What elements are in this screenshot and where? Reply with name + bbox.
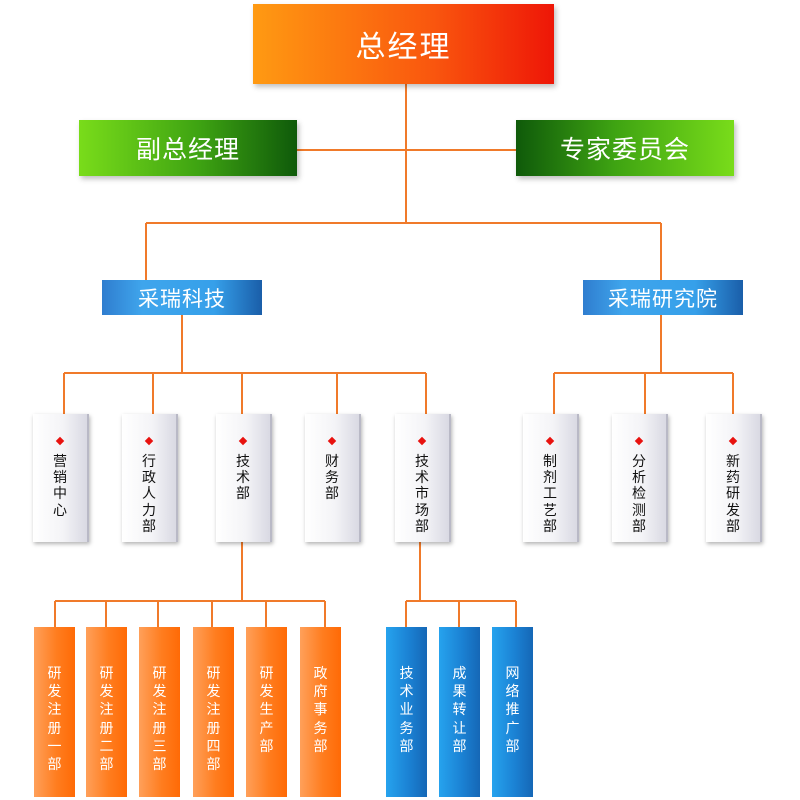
dept-label: 技术部 bbox=[236, 454, 250, 503]
subunit-rd-production: 研发生产部 bbox=[246, 627, 287, 797]
subunit-government-affairs: 政府事务部 bbox=[300, 627, 341, 797]
diamond-marker-icon bbox=[55, 436, 65, 446]
diamond-marker-icon bbox=[238, 436, 248, 446]
dept-label: 行政人力部 bbox=[142, 454, 156, 535]
subunit-achievement-transfer: 成果转让部 bbox=[439, 627, 480, 797]
diamond-marker-icon bbox=[634, 436, 644, 446]
subunit-label: 研发生产部 bbox=[259, 666, 274, 755]
subunit-label: 研发注册四部 bbox=[206, 666, 221, 773]
dept-card-marketing: 营销中心 bbox=[33, 414, 89, 542]
general-manager-box: 总经理 bbox=[253, 4, 554, 84]
dept-card-new-drug: 新药研发部 bbox=[706, 414, 762, 542]
expert-committee-box: 专家委员会 bbox=[516, 120, 734, 176]
tech-company-box: 采瑞科技 bbox=[102, 280, 262, 315]
subunit-label: 研发注册一部 bbox=[47, 666, 62, 773]
diamond-marker-icon bbox=[728, 436, 738, 446]
subunit-rd-registration-1: 研发注册一部 bbox=[34, 627, 75, 797]
subunit-tech-business: 技术业务部 bbox=[386, 627, 427, 797]
dept-card-admin-hr: 行政人力部 bbox=[122, 414, 178, 542]
research-institute-label: 采瑞研究院 bbox=[608, 286, 718, 311]
general-manager-label: 总经理 bbox=[355, 30, 452, 65]
dept-card-analysis: 分析检测部 bbox=[612, 414, 668, 542]
research-institute-box: 采瑞研究院 bbox=[583, 280, 743, 315]
deputy-gm-box: 副总经理 bbox=[79, 120, 297, 176]
subunit-rd-registration-2: 研发注册二部 bbox=[86, 627, 127, 797]
diamond-marker-icon bbox=[327, 436, 337, 446]
dept-label: 营销中心 bbox=[53, 454, 67, 519]
subunit-label: 研发注册二部 bbox=[99, 666, 114, 773]
diamond-marker-icon bbox=[144, 436, 154, 446]
dept-label: 制剂工艺部 bbox=[543, 454, 557, 535]
dept-card-technology: 技术部 bbox=[216, 414, 272, 542]
diamond-marker-icon bbox=[417, 436, 427, 446]
dept-label: 分析检测部 bbox=[632, 454, 646, 535]
subunit-label: 研发注册三部 bbox=[152, 666, 167, 773]
dept-card-formulation: 制剂工艺部 bbox=[523, 414, 579, 542]
subunit-label: 网络推广部 bbox=[505, 666, 520, 755]
expert-committee-label: 专家委员会 bbox=[559, 135, 690, 164]
dept-card-finance: 财务部 bbox=[305, 414, 361, 542]
subunit-rd-registration-4: 研发注册四部 bbox=[193, 627, 234, 797]
dept-card-tech-market: 技术市场部 bbox=[395, 414, 451, 542]
dept-label: 技术市场部 bbox=[415, 454, 429, 535]
subunit-rd-registration-3: 研发注册三部 bbox=[139, 627, 180, 797]
subunit-label: 成果转让部 bbox=[452, 666, 467, 755]
deputy-gm-label: 副总经理 bbox=[135, 135, 240, 164]
subunit-online-promotion: 网络推广部 bbox=[492, 627, 533, 797]
subunit-label: 政府事务部 bbox=[313, 666, 328, 755]
dept-label: 财务部 bbox=[325, 454, 339, 503]
dept-label: 新药研发部 bbox=[726, 454, 740, 535]
diamond-marker-icon bbox=[545, 436, 555, 446]
subunit-label: 技术业务部 bbox=[399, 666, 414, 755]
tech-company-label: 采瑞科技 bbox=[138, 286, 226, 311]
